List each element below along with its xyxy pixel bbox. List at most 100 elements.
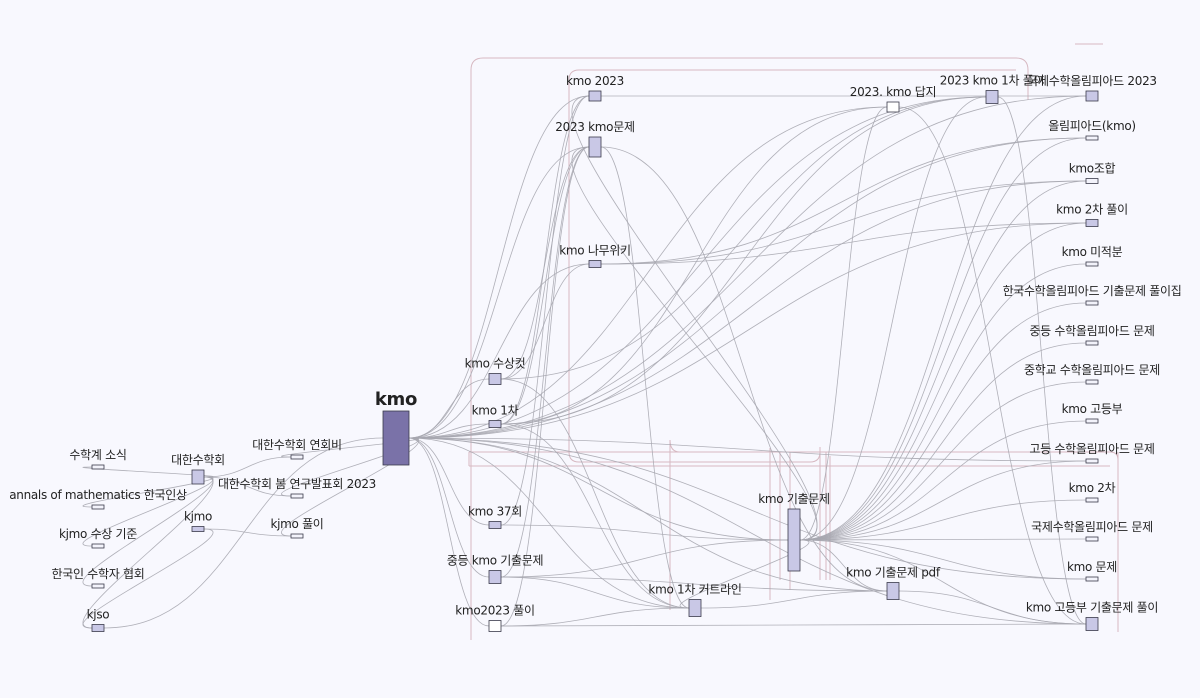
node-r-olymp[interactable]: 올림피아드(kmo) [1048, 119, 1136, 141]
node-box[interactable] [688, 599, 702, 617]
link-sol2023-kmo2023problem [500, 146, 590, 627]
cluster-bracket [568, 69, 1016, 81]
node-label: kmo 1차 [472, 404, 519, 418]
node-cutline[interactable]: kmo 1차 커트라인 [648, 583, 742, 617]
link-kms-kjso [82, 476, 214, 629]
link-sol1_2023-r_highpast [997, 96, 1087, 625]
node-pastpdf[interactable]: kmo 기출문제 pdf [846, 566, 941, 600]
node-sol2023[interactable]: kmo2023 풀이 [455, 604, 535, 632]
link-past-r_high [799, 420, 1087, 541]
node-box[interactable] [488, 620, 502, 632]
link-past-r_olymp [799, 137, 1087, 541]
node-box[interactable] [588, 136, 602, 158]
link-mid_past-pastpdf [500, 576, 888, 592]
link-past-r_prob [799, 539, 1087, 580]
link-past-r_kmocol [799, 302, 1087, 541]
node-mid-past[interactable]: 중등 kmo 기출문제 [447, 554, 544, 584]
node-box[interactable] [1085, 340, 1099, 346]
node-box[interactable] [91, 543, 105, 549]
node-box[interactable] [787, 508, 801, 572]
node-box[interactable] [1085, 379, 1099, 385]
node-kmo[interactable]: kmo [375, 389, 417, 466]
node-r-2nd[interactable]: kmo 2차 [1069, 481, 1116, 503]
node-box[interactable] [1085, 300, 1099, 306]
node-kms-fee[interactable]: 대한수학회 연회비 [252, 438, 342, 460]
node-r-highpast[interactable]: kmo 고등부 기출문제 풀이 [1026, 601, 1158, 631]
node-label: 올림피아드(kmo) [1048, 119, 1136, 133]
node-kmo2023problem[interactable]: 2023 kmo문제 [555, 120, 635, 158]
node-box[interactable] [1085, 90, 1099, 102]
node-r-kmocol[interactable]: 한국수학올림피아드 기출문제 풀이집 [1003, 284, 1182, 306]
link-first-kmo2023 [500, 95, 590, 425]
node-kms[interactable]: 대한수학회 [171, 453, 225, 485]
node-l-kjmo-award[interactable]: kjmo 수상 기준 [59, 527, 138, 549]
node-r-intl2023[interactable]: 국제수학올림피아드 2023 [1027, 74, 1157, 102]
link-kmo-k37 [408, 437, 490, 526]
node-label: 2023 kmo문제 [555, 120, 634, 134]
node-box[interactable] [382, 410, 410, 466]
node-box[interactable] [91, 624, 105, 632]
node-box[interactable] [91, 504, 105, 510]
node-box[interactable] [488, 420, 502, 428]
node-box[interactable] [1085, 418, 1099, 424]
link-kms-l_assoc [82, 476, 214, 587]
node-box[interactable] [290, 493, 304, 499]
node-r-sol2[interactable]: kmo 2차 풀이 [1056, 203, 1128, 227]
node-past[interactable]: kmo 기출문제 [758, 492, 830, 572]
cluster-bracket [1109, 451, 1119, 632]
link-kmo-sol2023 [408, 437, 490, 627]
node-l-news[interactable]: 수학계 소식 [69, 448, 127, 470]
node-r-hsprob[interactable]: 고등 수학올림피아드 문제 [1029, 442, 1155, 464]
node-r-msprob2[interactable]: 중학교 수학올림피아드 문제 [1024, 363, 1160, 385]
node-box[interactable] [886, 582, 900, 600]
node-box[interactable] [1085, 576, 1099, 582]
node-kjmo-sol[interactable]: kjmo 풀이 [270, 517, 324, 539]
node-kjso[interactable]: kjso [87, 608, 110, 632]
link-ans2023-r_highpast [898, 106, 1087, 625]
node-ans2023[interactable]: 2023. kmo 답지 [850, 85, 937, 113]
node-box[interactable] [1085, 617, 1099, 631]
node-kjmo[interactable]: kjmo [184, 510, 212, 532]
node-namuwiki[interactable]: kmo 나무위키 [559, 244, 631, 268]
node-box[interactable] [1085, 497, 1099, 503]
node-l-annals[interactable]: annals of mathematics 한국인상 [9, 488, 187, 510]
node-r-calc[interactable]: kmo 미적분 [1062, 245, 1123, 267]
link-namuwiki-r_sol2 [600, 222, 1087, 265]
link-first-sol1_2023 [500, 96, 987, 425]
node-box[interactable] [488, 570, 502, 584]
node-box[interactable] [1085, 458, 1099, 464]
node-box[interactable] [290, 533, 304, 539]
node-box[interactable] [985, 90, 999, 104]
node-first[interactable]: kmo 1차 [472, 404, 519, 428]
node-box[interactable] [1085, 261, 1099, 267]
node-k37[interactable]: kmo 37회 [468, 505, 522, 529]
node-l-assoc[interactable]: 한국인 수학자 협회 [52, 567, 145, 589]
link-kms-l_news [82, 466, 214, 478]
node-box[interactable] [1085, 178, 1099, 184]
node-box[interactable] [488, 373, 502, 385]
node-box[interactable] [1085, 135, 1099, 141]
node-box[interactable] [91, 464, 105, 470]
node-sol1-2023[interactable]: 2023 kmo 1차 풀이 [940, 74, 1045, 104]
node-r-msprob[interactable]: 중등 수학올림피아드 문제 [1029, 324, 1155, 346]
node-r-intlprob[interactable]: 국제수학올림피아드 문제 [1031, 520, 1153, 542]
node-box[interactable] [588, 90, 602, 102]
link-kmo-mid_past [408, 437, 490, 578]
node-box[interactable] [588, 260, 602, 268]
node-kms-spring[interactable]: 대한수학회 봄 연구발표회 2023 [218, 477, 376, 499]
node-box[interactable] [1085, 219, 1099, 227]
node-award[interactable]: kmo 수상컷 [465, 357, 526, 385]
node-box[interactable] [191, 526, 205, 532]
node-box[interactable] [886, 101, 900, 113]
link-kmo-kmo2023problem [408, 146, 590, 439]
node-box[interactable] [1085, 536, 1099, 542]
node-box[interactable] [290, 454, 304, 460]
node-box[interactable] [191, 469, 205, 485]
node-kmo2023[interactable]: kmo 2023 [566, 74, 624, 102]
node-r-high[interactable]: kmo 고등부 [1062, 402, 1123, 424]
node-box[interactable] [91, 583, 105, 589]
node-label: kmo 미적분 [1062, 245, 1123, 259]
node-box[interactable] [488, 521, 502, 529]
node-r-prob[interactable]: kmo 문제 [1067, 560, 1117, 582]
node-r-comb[interactable]: kmo조합 [1069, 162, 1116, 184]
